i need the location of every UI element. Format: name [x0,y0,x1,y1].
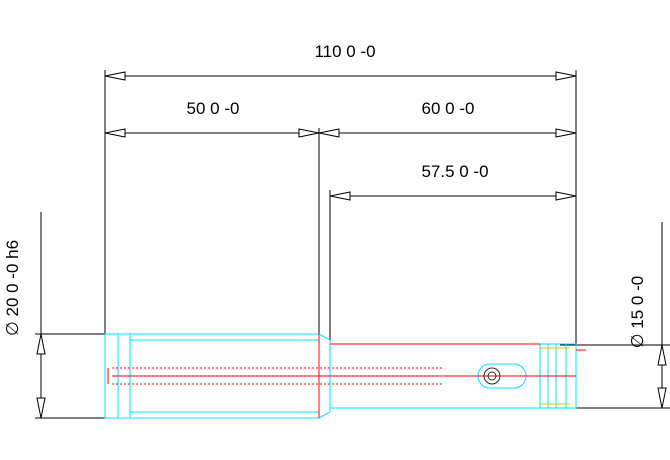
dim-left-length-label: 50 0 -0 [187,99,240,118]
extension-lines [35,70,670,419]
dim-overall-length: 110 0 -0 [104,42,577,81]
dim-right-length-label: 60 0 -0 [422,99,475,118]
dim-right-diameter: ∅ 15 0 -0 [628,222,667,409]
dim-inner-length-label: 57.5 0 -0 [421,162,488,181]
dim-right-diameter-label: ∅ 15 0 -0 [628,276,647,348]
dim-left-diameter-label: ∅ 20 0 -0 h6 [3,240,22,336]
section-lines [107,334,586,418]
dim-left-length: 50 0 -0 [104,99,320,138]
dim-right-length: 60 0 -0 [318,99,577,138]
dim-inner-length: 57.5 0 -0 [329,162,577,201]
dim-overall-length-label: 110 0 -0 [314,42,375,61]
dim-left-diameter: ∅ 20 0 -0 h6 [3,212,46,419]
cross-hole [483,347,570,405]
